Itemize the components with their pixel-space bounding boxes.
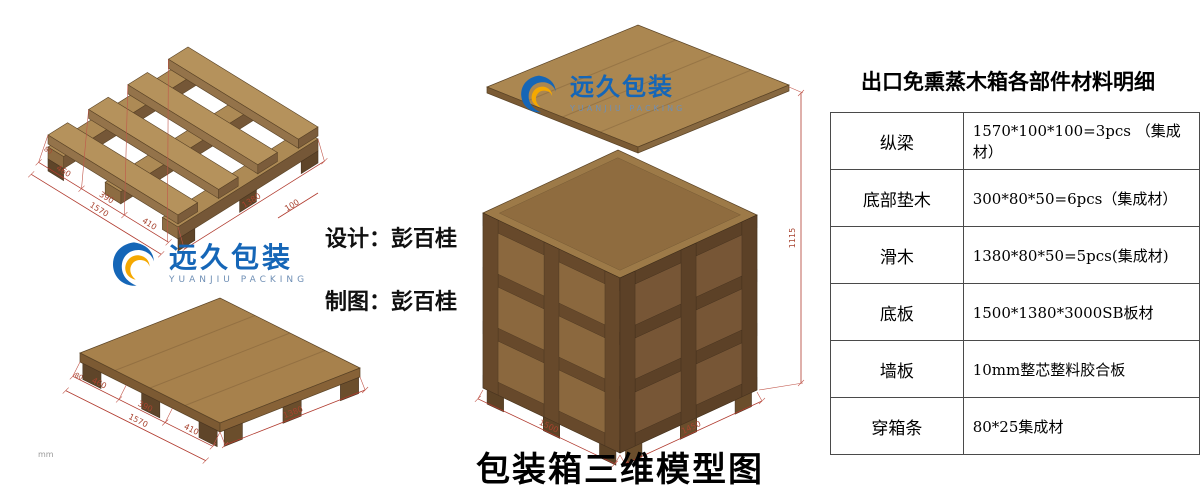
part-spec-cell: 1380*80*50=5pcs(集成材): [962, 226, 1200, 284]
crate-left-face-battens: [482, 212, 621, 454]
table-row: 墙板 10mm整芯整料胶合板: [830, 340, 1200, 398]
crate-skid-feet: [486, 389, 752, 466]
crate-right-face-battens: [619, 214, 758, 454]
pallet-deck-board: [79, 297, 361, 433]
logo-swirl-icon: [108, 238, 160, 290]
dim-label-small: 80: [73, 371, 84, 382]
company-logo-main: 远久包装 YUANJIU PACKING: [108, 238, 308, 290]
table-row: 滑木 1380*80*50=5pcs(集成材): [830, 226, 1200, 284]
part-spec-cell: 80*25集成材: [962, 397, 1200, 455]
part-name-cell: 墙板: [830, 340, 964, 398]
company-logo-lid: 远久包装 YUANJIU PACKING: [517, 72, 685, 116]
unit-label: mm: [38, 450, 54, 459]
crate-drawing: 1115 1450 1500: [474, 24, 805, 468]
crate-lid: [486, 24, 790, 154]
dim-label-width-sub: 100: [283, 197, 301, 213]
part-spec-cell: 300*80*50=6pcs（集成材）: [962, 169, 1200, 227]
dim-label-seg1: 460: [90, 376, 108, 391]
part-name-cell: 穿箱条: [830, 397, 964, 455]
logo-company-name: 远久包装: [169, 240, 294, 274]
page-title: 包装箱三维模型图: [476, 450, 764, 490]
pallet-deck-feet: [82, 362, 359, 448]
part-spec-cell: 10mm整芯整料胶合板: [962, 340, 1200, 398]
part-name-cell: 纵梁: [830, 112, 964, 170]
credits-block: 设计：彭百桂 制图：彭百桂: [325, 221, 457, 316]
logo-company-name-en: YUANJIU PACKING: [169, 275, 309, 286]
part-name-cell: 底板: [830, 283, 964, 341]
table-row: 底板 1500*1380*3000SB板材: [830, 283, 1200, 341]
part-name-cell: 滑木: [830, 226, 964, 284]
table-row: 底部垫木 300*80*50=6pcs（集成材）: [830, 169, 1200, 227]
table-row: 穿箱条 80*25集成材: [830, 397, 1200, 455]
part-spec-cell: 1500*1380*3000SB板材: [962, 283, 1200, 341]
pallet-deck-drawing: 460 390 410 1570 80 1380: [62, 297, 369, 464]
parts-table: 纵梁 1570*100*100=3pcs （集成材） 底部垫木 300*80*5…: [830, 112, 1200, 455]
pallet-frame-drawing: 460 390 410 1570 80 1380 100: [27, 46, 328, 258]
dim-label-seg3: 410: [141, 216, 159, 232]
draftsman-credit: 制图：彭百桂: [325, 290, 458, 315]
part-spec-cell: 1570*100*100=3pcs （集成材）: [962, 112, 1200, 170]
dim-label-height: 1115: [788, 228, 797, 248]
table-row: 纵梁 1570*100*100=3pcs （集成材）: [830, 112, 1200, 170]
logo-swirl-icon: [517, 72, 561, 116]
part-name-cell: 底部垫木: [830, 169, 964, 227]
parts-table-title: 出口免熏蒸木箱各部件材料明细: [861, 69, 1155, 94]
dim-label-small: 80: [42, 145, 53, 156]
logo-company-name-en: YUANJIU PACKING: [570, 103, 686, 113]
logo-company-name: 远久包装: [570, 73, 674, 102]
dim-label-seg3: 410: [183, 422, 201, 437]
designer-credit: 设计：彭百桂: [325, 227, 458, 252]
